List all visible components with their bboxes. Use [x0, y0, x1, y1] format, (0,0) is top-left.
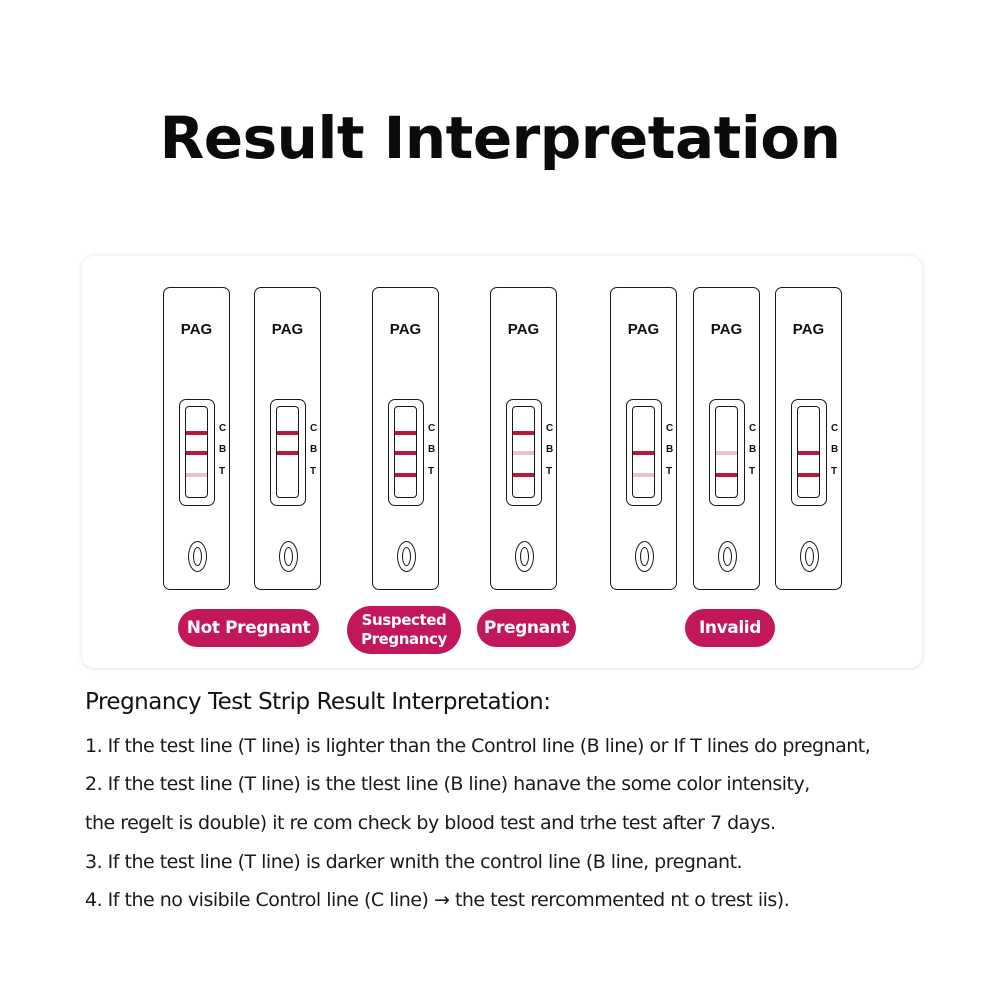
window-inner [715, 406, 738, 498]
instructions-heading: Pregnancy Test Strip Result Interpretati… [85, 689, 551, 715]
window-inner [394, 406, 417, 498]
marker-t: T [831, 466, 838, 477]
suspected-pregnancy-badge: Suspected Pregnancy [347, 606, 461, 654]
sample-well-icon [279, 541, 298, 572]
sample-well-icon [188, 541, 207, 572]
window-inner [185, 406, 208, 498]
page-title: Result Interpretation [159, 104, 841, 172]
result-window [506, 399, 542, 506]
result-window [388, 399, 424, 506]
marker-b: B [310, 444, 318, 455]
strip-label: PAG [507, 321, 540, 338]
strip-label: PAG [792, 321, 825, 338]
b-line [633, 451, 654, 455]
window-inner [797, 406, 820, 498]
instruction-line: the regelt is double) it re com check by… [85, 812, 776, 834]
suspected-badge-line1: Suspected [361, 611, 447, 629]
marker-t: T [546, 466, 553, 477]
strip-label: PAG [180, 321, 213, 338]
instruction-line: 1. If the test line (T line) is lighter … [85, 735, 871, 757]
result-window [179, 399, 215, 506]
marker-b: B [428, 444, 436, 455]
sample-well-icon [635, 541, 654, 572]
strip-label: PAG [271, 321, 304, 338]
window-inner [512, 406, 535, 498]
result-window [709, 399, 745, 506]
sample-well-icon [718, 541, 737, 572]
sample-well-icon [515, 541, 534, 572]
marker-t: T [219, 466, 226, 477]
strip-label: PAG [627, 321, 660, 338]
t-line [277, 473, 298, 477]
test-strip: PAG C B T [254, 287, 321, 590]
marker-b: B [831, 444, 839, 455]
b-line [277, 451, 298, 455]
test-strip: PAG C B T [163, 287, 230, 590]
result-window [270, 399, 306, 506]
instruction-line: 2. If the test line (T line) is the tles… [85, 773, 810, 795]
invalid-badge: Invalid [685, 609, 775, 647]
marker-t: T [666, 466, 673, 477]
marker-t: T [310, 466, 317, 477]
t-line [513, 473, 534, 477]
c-line [633, 431, 654, 435]
c-line [395, 431, 416, 435]
marker-b: B [219, 444, 227, 455]
window-inner [632, 406, 655, 498]
c-line [513, 431, 534, 435]
window-inner [276, 406, 299, 498]
b-line [513, 451, 534, 455]
marker-t: T [749, 466, 756, 477]
b-line [186, 451, 207, 455]
test-strip: PAG C B T [372, 287, 439, 590]
c-line [277, 431, 298, 435]
result-window [791, 399, 827, 506]
strip-label: PAG [710, 321, 743, 338]
marker-t: T [428, 466, 435, 477]
marker-b: B [666, 444, 674, 455]
b-line [395, 451, 416, 455]
instruction-line: 3. If the test line (T line) is darker w… [85, 851, 743, 873]
marker-c: C [428, 423, 436, 434]
test-strip: PAG C B T [775, 287, 842, 590]
marker-c: C [219, 423, 227, 434]
suspected-badge-line2: Pregnancy [361, 630, 447, 648]
strip-label: PAG [389, 321, 422, 338]
t-line [633, 473, 654, 477]
marker-c: C [749, 423, 757, 434]
c-line [798, 431, 819, 435]
sample-well-icon [397, 541, 416, 572]
marker-c: C [831, 423, 839, 434]
marker-b: B [749, 444, 757, 455]
marker-c: C [546, 423, 554, 434]
test-strip: PAG C B T [490, 287, 557, 590]
marker-c: C [666, 423, 674, 434]
pregnant-badge: Pregnant [477, 609, 576, 647]
not-pregnant-badge: Not Pregnant [178, 609, 319, 647]
result-window [626, 399, 662, 506]
instruction-line: 4. If the no visibile Control line (C li… [85, 889, 790, 911]
sample-well-icon [800, 541, 819, 572]
t-line [716, 473, 737, 477]
marker-b: B [546, 444, 554, 455]
test-strip: PAG C B T [693, 287, 760, 590]
c-line [186, 431, 207, 435]
t-line [186, 473, 207, 477]
t-line [798, 473, 819, 477]
b-line [716, 451, 737, 455]
marker-c: C [310, 423, 318, 434]
test-strip: PAG C B T [610, 287, 677, 590]
c-line [716, 431, 737, 435]
t-line [395, 473, 416, 477]
b-line [798, 451, 819, 455]
